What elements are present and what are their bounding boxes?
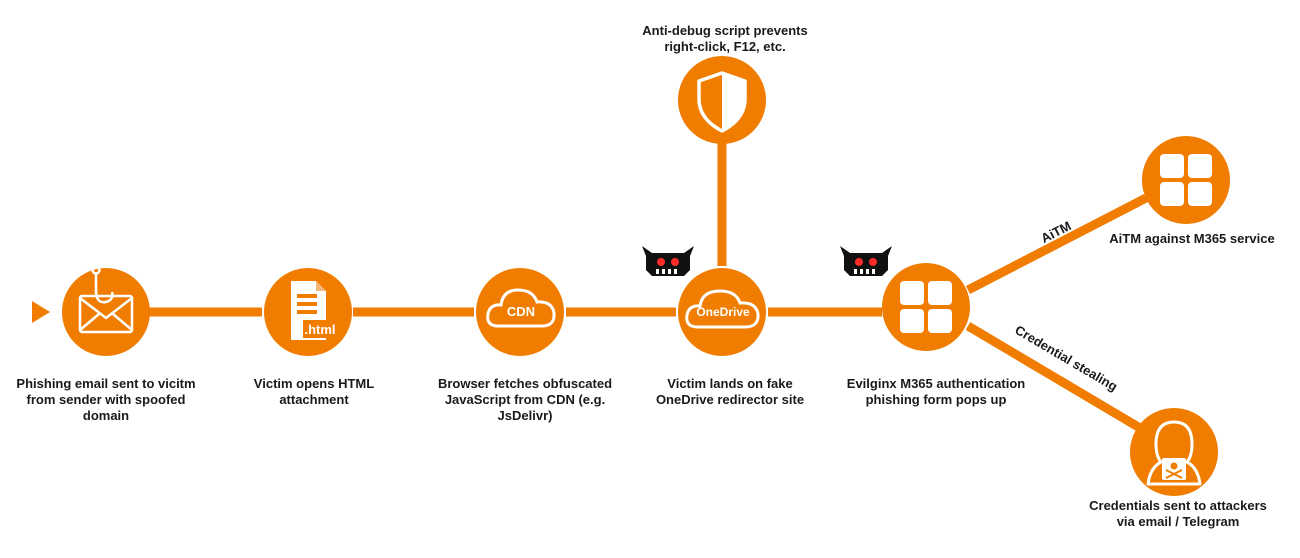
step-onedrive-node: OneDrive [678,268,766,356]
step-html-label: Victim opens HTML attachment [253,376,375,407]
start-arrow-icon [32,301,50,323]
step-cdn-node: CDN [476,268,564,356]
step-email-label: Phishing email sent to vicitm from sende… [16,376,196,423]
step-html-node: .html [264,268,352,356]
connector-evilginx-creds [965,322,1143,432]
evilginx-demon-icon [642,246,694,276]
cdn-icon-text: CDN [507,304,535,319]
step-email-node [62,265,150,356]
evilginx-demon-icon [840,246,892,276]
antidebug-label: Anti-debug script prevents right-click, … [642,23,808,54]
step-evilginx-label: Evilginx M365 authentication phishing fo… [846,376,1026,407]
aitm-label: AiTM against M365 service [1109,231,1275,246]
html-file-icon: .html [291,281,337,340]
step-cdn-label: Browser fetches obfuscated JavaScript fr… [437,376,613,423]
connectors [148,143,1149,432]
antidebug-node [678,56,766,144]
aitm-node [1142,136,1230,224]
connector-evilginx-aitm [965,194,1149,294]
cloud-cdn-icon: CDN [486,288,556,328]
step-onedrive-label: Victim lands on fake OneDrive redirector… [655,376,805,407]
cloud-onedrive-icon: OneDrive [685,289,760,329]
creds-node [1130,408,1218,496]
step-evilginx-node [882,263,970,351]
email-hook-icon [78,265,134,334]
html-icon-text: .html [304,322,335,337]
onedrive-icon-text: OneDrive [696,305,750,319]
shield-icon [697,71,747,133]
hooded-attacker-icon [1146,420,1202,486]
creds-label: Credentials sent to attackers via email … [1089,498,1267,529]
